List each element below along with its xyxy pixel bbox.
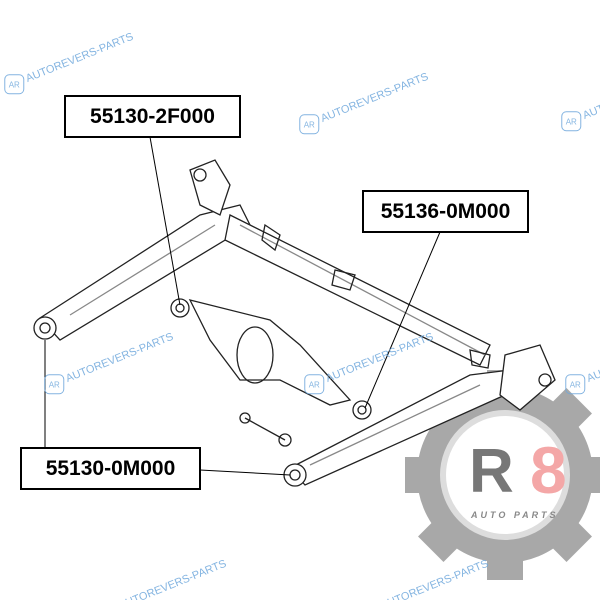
leader-line [364, 231, 441, 409]
ar-logo-icon: AR [44, 374, 65, 395]
ar-logo-icon: AR [4, 74, 25, 95]
logo-8: 8 [530, 433, 567, 507]
part-label-55130-2F000: 55130-2F000 [64, 95, 241, 138]
part-label-55136-0M000: 55136-0M000 [362, 190, 529, 233]
ar-logo-icon: AR [299, 114, 320, 135]
ar-logo-icon: AR [304, 374, 325, 395]
part-label-55130-0M000: 55130-0M000 [20, 447, 201, 490]
ar-logo-icon: AR [561, 111, 582, 132]
logo-subtitle: AUTO PARTS [471, 510, 559, 520]
ar-logo-icon: AR [565, 374, 586, 395]
logo-r: R [469, 437, 514, 506]
leader-line [199, 469, 291, 476]
leader-line [149, 136, 181, 306]
